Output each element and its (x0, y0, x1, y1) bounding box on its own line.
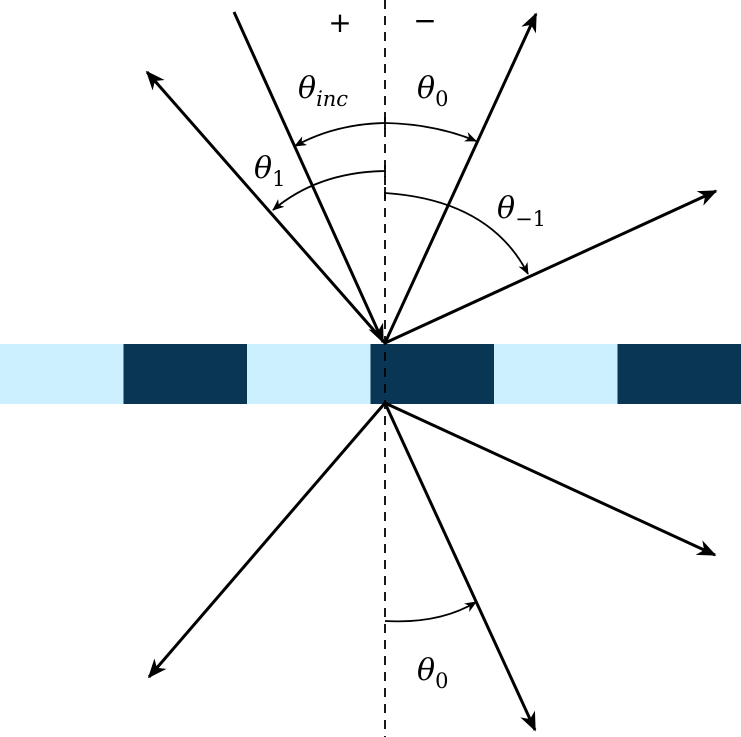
incident-ray (232, 11, 385, 344)
grating-segment-dark (370, 344, 495, 404)
plus-sign: + (328, 6, 351, 39)
label-theta-1: θ1 (254, 151, 285, 191)
arc-theta-1 (272, 170, 386, 211)
minus-sign: − (413, 4, 436, 37)
grating-segment-dark (617, 344, 741, 404)
label-theta-minus-1: θ−1 (497, 191, 546, 231)
label-theta-inc: θinc (298, 71, 348, 111)
arc-theta-0-top (384, 122, 477, 142)
grating-segment-dark (123, 344, 248, 404)
grating (0, 344, 741, 404)
transmitted-ray-order-1 (147, 402, 387, 679)
transmitted-ray-order-0 (383, 402, 537, 732)
arc-theta-0-bottom (384, 601, 477, 623)
reflected-ray-order-minus-1 (384, 189, 718, 345)
arc-theta-inc (294, 122, 386, 147)
transmitted-ray-order-minus-1 (384, 401, 717, 557)
grating-segment-light (247, 344, 372, 404)
reflected-ray-order-0 (383, 12, 538, 344)
label-theta-0-bottom: θ0 (417, 653, 448, 693)
grating-segment-light (0, 344, 125, 404)
arc-theta-minus-1 (384, 192, 529, 275)
label-theta-0-top: θ0 (417, 71, 448, 111)
grating-segment-light (494, 344, 619, 404)
reflected-ray-order-1 (145, 70, 387, 344)
